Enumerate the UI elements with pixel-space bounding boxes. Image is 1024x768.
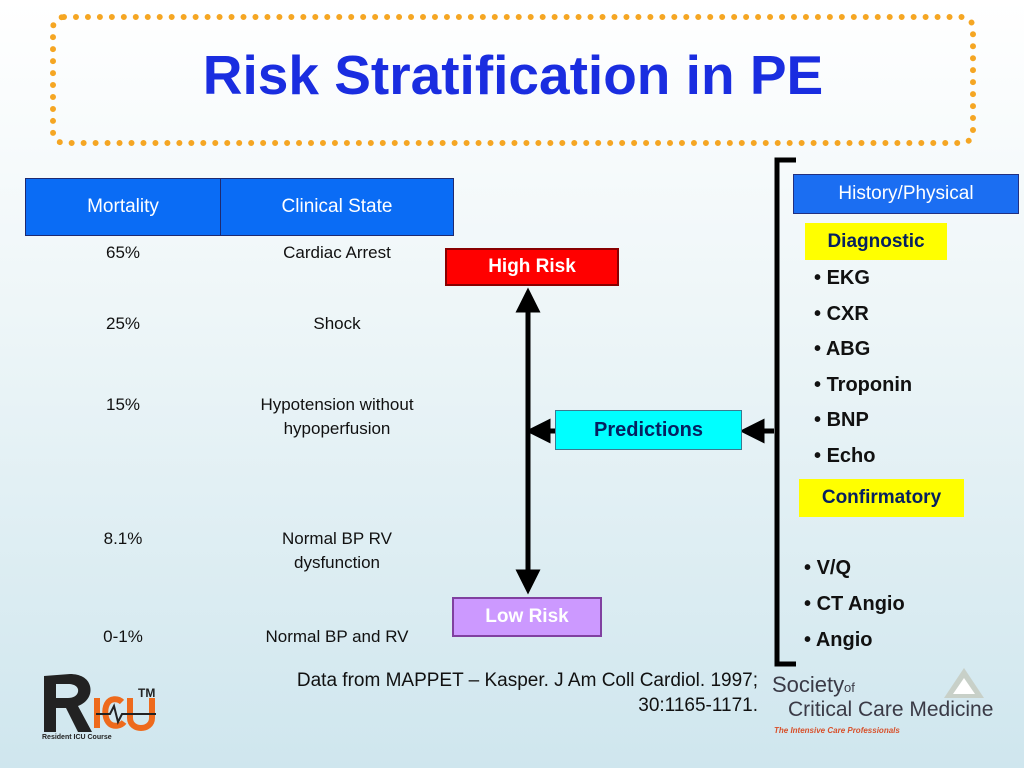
cell-mortality: 65% <box>105 243 141 262</box>
cell-clinical-state: Normal BP RV dysfunction <box>282 529 392 572</box>
sccm-of: of <box>844 680 855 695</box>
cell-mortality: 25% <box>105 314 141 333</box>
history-physical-box: History/Physical <box>793 174 1019 214</box>
cell-clinical-state: Hypotension without hypoperfusion <box>260 395 414 438</box>
diagnostic-item: • Echo <box>814 445 876 467</box>
title-frame <box>50 14 976 146</box>
predictions-box: Predictions <box>555 410 742 450</box>
sccm-triangle-icon <box>944 668 984 698</box>
low-risk-box: Low Risk <box>452 597 602 637</box>
sccm-name: Critical Care Medicine <box>788 698 994 721</box>
diagnostic-label: Diagnostic <box>805 223 947 260</box>
diagnostic-item: • ABG <box>814 338 871 360</box>
citation-line: 30:1165-1171. <box>638 695 758 716</box>
confirmatory-label: Confirmatory <box>799 479 964 517</box>
header-clinical-state: Clinical State <box>220 178 454 236</box>
cell-clinical-state: Cardiac Arrest <box>283 243 391 262</box>
cell-mortality: 8.1% <box>103 529 143 548</box>
page-title: Risk Stratification in PE <box>202 44 824 106</box>
sccm-society: Society <box>772 672 845 697</box>
citation-line: Data from MAPPET – Kasper. J Am Coll Car… <box>296 670 758 691</box>
diagnostic-item: • EKG <box>814 267 870 289</box>
confirmatory-item: • CT Angio <box>804 593 905 615</box>
high-risk-box: High Risk <box>445 248 619 286</box>
cell-mortality: 0-1% <box>103 627 143 646</box>
cell-clinical-state: Normal BP and RV <box>265 627 409 646</box>
ricu-subtitle: Resident ICU Course <box>42 734 112 741</box>
confirmatory-item: • Angio <box>804 629 873 651</box>
diagnostic-item: • BNP <box>814 409 869 431</box>
citation: Data from MAPPET – Kasper. J Am Coll Car… <box>190 668 758 718</box>
cell-mortality: 15% <box>105 395 141 414</box>
sccm-tagline: The Intensive Care Professionals <box>774 726 900 735</box>
diagnostic-item: • Troponin <box>814 374 913 396</box>
confirmatory-item: • V/Q <box>804 557 852 579</box>
ricu-logo: TM Resident ICU Course <box>38 668 178 746</box>
cell-clinical-state: Shock <box>313 314 361 333</box>
diagnostic-item: • CXR <box>814 303 869 325</box>
sccm-logo: Society of Critical Care Medicine The In… <box>770 664 1010 744</box>
header-mortality: Mortality <box>25 178 221 236</box>
workup-bracket <box>774 157 796 667</box>
ricu-tm: TM <box>138 686 156 700</box>
